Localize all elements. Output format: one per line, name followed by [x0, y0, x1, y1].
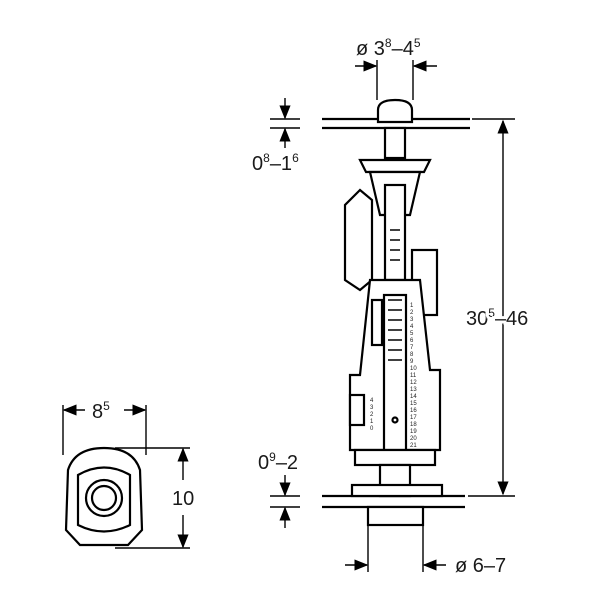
svg-text:16: 16 [410, 408, 417, 414]
svg-text:08–16: 08–16 [252, 151, 299, 175]
svg-text:305–46: 305–46 [466, 306, 528, 330]
svg-text:6: 6 [410, 338, 414, 344]
svg-text:7: 7 [410, 345, 414, 351]
bottom-cistern-plate [270, 494, 465, 509]
valve-bottom-view [64, 446, 144, 547]
svg-text:3: 3 [410, 317, 414, 323]
svg-text:17: 17 [410, 415, 417, 421]
svg-text:85: 85 [92, 399, 110, 423]
svg-text:11: 11 [410, 373, 417, 379]
fill-valve-body [343, 98, 444, 527]
svg-text:0: 0 [370, 426, 374, 432]
svg-text:13: 13 [410, 387, 417, 393]
svg-text:ø 38–45: ø 38–45 [356, 36, 421, 60]
dimension-bottom-diameter: ø 6–7 [345, 525, 506, 577]
dimension-bottom-plate-thickness: 09–2 [258, 450, 298, 528]
svg-text:ø 6–7: ø 6–7 [455, 555, 506, 577]
svg-text:9: 9 [410, 359, 414, 365]
svg-text:4: 4 [410, 324, 414, 330]
svg-text:1: 1 [410, 303, 414, 309]
svg-text:10: 10 [410, 366, 417, 372]
svg-text:1: 1 [370, 419, 374, 425]
height-scale-right: 1 2 3 4 5 6 7 8 9 10 11 12 13 14 15 16 1… [410, 303, 417, 449]
dimension-top-plate-thickness: 08–16 [252, 98, 299, 175]
svg-text:12: 12 [410, 380, 417, 386]
dimension-side-height: 10 [115, 447, 194, 549]
svg-text:18: 18 [410, 422, 417, 428]
svg-text:3: 3 [370, 405, 374, 411]
svg-text:2: 2 [410, 310, 414, 316]
svg-text:14: 14 [410, 394, 417, 400]
dimension-side-width: 85 [62, 399, 147, 455]
svg-text:8: 8 [410, 352, 414, 358]
svg-text:10: 10 [172, 488, 194, 510]
svg-text:21: 21 [410, 443, 417, 449]
svg-text:4: 4 [370, 398, 374, 404]
top-cistern-plate [270, 117, 470, 130]
svg-text:5: 5 [410, 331, 414, 337]
svg-text:15: 15 [410, 401, 417, 407]
svg-text:2: 2 [370, 412, 374, 418]
dimension-height: 305–46 [463, 118, 531, 497]
float-scale-left: 4 3 2 1 0 [348, 393, 374, 432]
dimension-top-diameter: ø 38–45 [355, 36, 437, 100]
svg-text:19: 19 [410, 429, 417, 435]
svg-text:20: 20 [410, 436, 417, 442]
svg-text:09–2: 09–2 [258, 450, 298, 474]
